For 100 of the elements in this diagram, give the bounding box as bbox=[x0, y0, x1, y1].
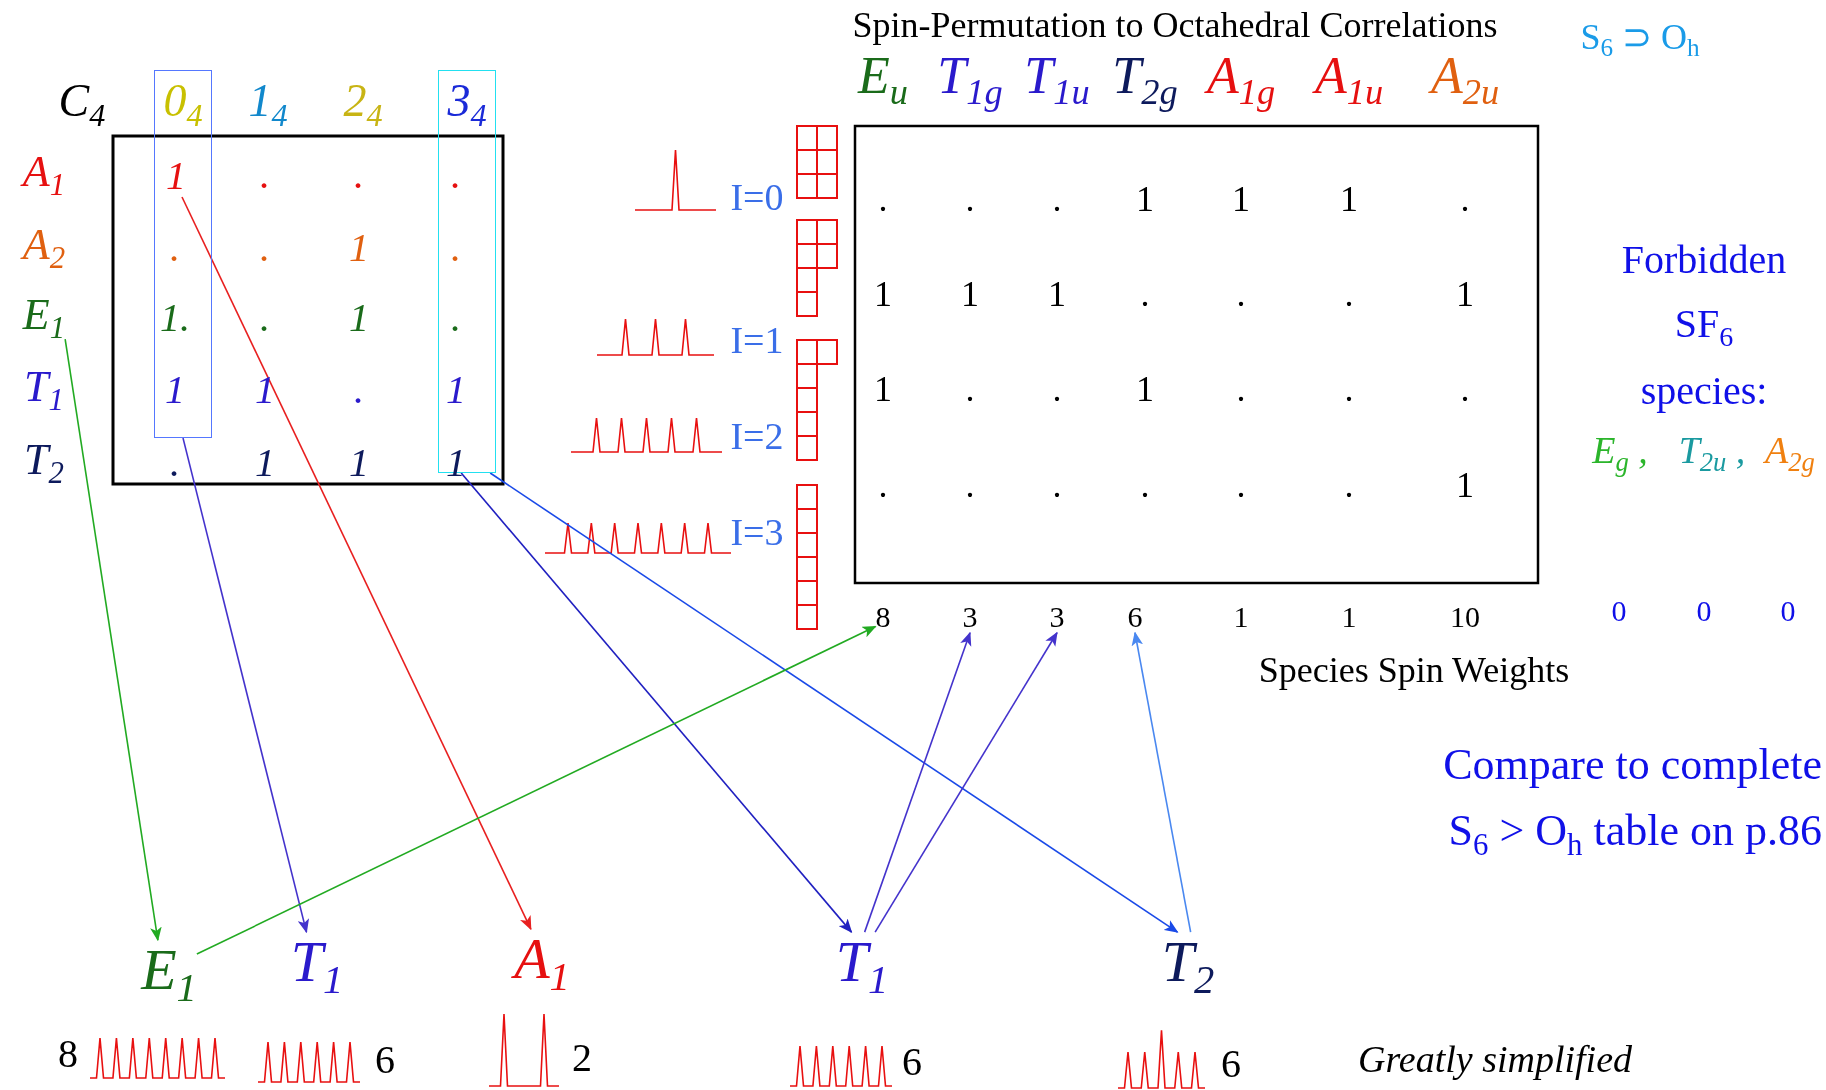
table-entry: 1 bbox=[446, 369, 466, 411]
arrow bbox=[460, 472, 853, 933]
table-entry: . bbox=[260, 297, 270, 339]
table-entry: . bbox=[965, 181, 975, 219]
table-entry: 1 bbox=[874, 276, 892, 314]
row-header: A$_{2}$ bbox=[22, 221, 66, 275]
table-entry: . bbox=[965, 467, 975, 505]
table-entry: 1 bbox=[349, 227, 369, 269]
table-entry: . bbox=[1052, 467, 1062, 505]
row-header: T$_{2}$ bbox=[24, 436, 64, 490]
weight-value: 6 bbox=[1127, 601, 1143, 633]
spin-label: I=0 bbox=[730, 178, 784, 218]
table-entry: 1 bbox=[1456, 467, 1474, 505]
table-entry: 1 bbox=[1340, 181, 1358, 219]
table-entry: . bbox=[260, 227, 270, 269]
table-entry: 1 bbox=[165, 369, 185, 411]
count-value: 6 bbox=[902, 1041, 922, 1083]
species-symbol: T$_{1}$ bbox=[290, 932, 344, 1002]
axis-title: Species Spin Weights bbox=[1258, 652, 1570, 690]
highlight-column-box bbox=[154, 70, 212, 438]
weight-value: 3 bbox=[962, 601, 978, 633]
row-header: T$_{1}$ bbox=[24, 363, 64, 417]
table-entry: . bbox=[354, 154, 364, 196]
group-relation: S$_{6}$ ⊃ O$_{h}$ bbox=[1580, 18, 1700, 62]
weight-value: 1 bbox=[1341, 601, 1357, 633]
arrow bbox=[64, 338, 162, 942]
table-entry: . bbox=[1236, 276, 1246, 314]
count-value: 2 bbox=[572, 1037, 592, 1079]
spin-label: I=1 bbox=[730, 321, 784, 361]
count-value: 6 bbox=[375, 1039, 395, 1081]
table-entry: . bbox=[1344, 371, 1354, 409]
weight-value: 0 bbox=[1780, 595, 1796, 627]
species-symbol: T$_{2}$ bbox=[1161, 932, 1215, 1002]
column-header: A$_{1g}$ bbox=[1206, 48, 1276, 112]
note-text: Forbidden SF$_{6}$ species: bbox=[1620, 236, 1788, 416]
column-header: 3$_{4}$ bbox=[447, 77, 487, 133]
table-entry: . bbox=[1236, 371, 1246, 409]
table-entry: 1 bbox=[255, 369, 275, 411]
column-header: 0$_{4}$ bbox=[163, 77, 203, 133]
table-entry: 1. bbox=[160, 297, 190, 339]
species-symbol: T$_{2u}$ , bbox=[1678, 431, 1746, 477]
table-entry: . bbox=[354, 369, 364, 411]
spin-label: I=2 bbox=[730, 417, 784, 457]
column-header: T$_{1u}$ bbox=[1024, 48, 1090, 112]
table-entry: . bbox=[1460, 181, 1470, 219]
row-header: A$_{1}$ bbox=[22, 148, 66, 202]
table-entry: . bbox=[451, 154, 461, 196]
arrow bbox=[181, 196, 532, 931]
table-entry: . bbox=[451, 297, 461, 339]
table-entry: . bbox=[1236, 467, 1246, 505]
table-entry: 1 bbox=[1048, 276, 1066, 314]
species-symbol: A$_{2g}$ bbox=[1765, 431, 1815, 477]
weight-value: 0 bbox=[1611, 595, 1627, 627]
count-value: 6 bbox=[1221, 1043, 1241, 1085]
column-header: 1$_{4}$ bbox=[248, 77, 288, 133]
column-header: 2$_{4}$ bbox=[343, 77, 383, 133]
table-entry: . bbox=[1460, 371, 1470, 409]
table-entry: 1 bbox=[874, 371, 892, 409]
diagram-title: Spin-Permutation to Octahedral Correlations bbox=[852, 7, 1498, 45]
column-header: A$_{2u}$ bbox=[1430, 48, 1500, 112]
weight-value: 8 bbox=[875, 601, 891, 633]
weight-value: 0 bbox=[1696, 595, 1712, 627]
arrow bbox=[874, 631, 1058, 933]
table-entry: 1 bbox=[255, 442, 275, 484]
table-entry: 1 bbox=[166, 155, 186, 197]
arrow bbox=[196, 625, 877, 955]
column-header: E$_{u}$ bbox=[858, 48, 908, 112]
group-label: C$_{4}$ bbox=[58, 77, 106, 133]
table-entry: 1 bbox=[349, 297, 369, 339]
weight-value: 3 bbox=[1049, 601, 1065, 633]
table-entry: . bbox=[260, 154, 270, 196]
weight-value: 10 bbox=[1450, 601, 1480, 633]
arrow bbox=[182, 437, 310, 934]
table-entry: . bbox=[1344, 467, 1354, 505]
table-entry: 1 bbox=[1136, 371, 1154, 409]
column-header: T$_{1g}$ bbox=[937, 48, 1003, 112]
species-symbol: E$_{g}$ , bbox=[1592, 431, 1648, 477]
table-entry: 1 bbox=[1456, 276, 1474, 314]
row-header: E$_{1}$ bbox=[22, 291, 66, 345]
table-entry: 1 bbox=[961, 276, 979, 314]
spin-label: I=3 bbox=[730, 513, 784, 553]
species-symbol: E$_{1}$ bbox=[141, 940, 197, 1010]
arrow bbox=[863, 631, 972, 933]
arrow bbox=[489, 472, 1179, 933]
table-entry: . bbox=[1052, 181, 1062, 219]
table-entry: . bbox=[1140, 276, 1150, 314]
table-entry: . bbox=[878, 467, 888, 505]
species-symbol: T$_{1}$ bbox=[835, 932, 889, 1002]
table-entry: 1 bbox=[1136, 181, 1154, 219]
note-text: Compare to complete S$_{6}$ > O$_{h}$ table on p.86 bbox=[1442, 739, 1822, 864]
column-header: T$_{2g}$ bbox=[1112, 48, 1178, 112]
count-value: 8 bbox=[58, 1033, 78, 1075]
arrow bbox=[1131, 631, 1192, 933]
column-header: A$_{1u}$ bbox=[1314, 48, 1384, 112]
table-entry: 1 bbox=[349, 442, 369, 484]
table-entry: . bbox=[878, 181, 888, 219]
table-entry: . bbox=[451, 227, 461, 269]
weight-value: 1 bbox=[1233, 601, 1249, 633]
table-entry: . bbox=[170, 227, 180, 269]
table-entry: . bbox=[1140, 467, 1150, 505]
